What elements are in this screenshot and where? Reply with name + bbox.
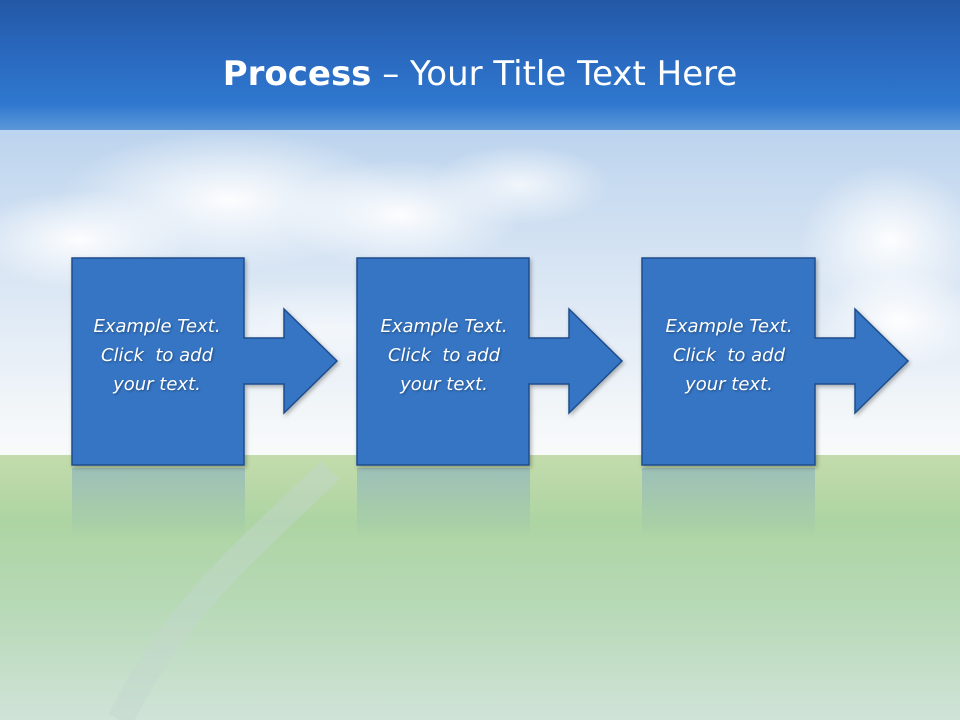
step-1-line-3: your text. [113,374,201,395]
step-3-line-1: Example Text. [665,316,793,337]
step-2-line-3: your text. [400,374,488,395]
step-2-line-1: Example Text. [380,316,508,337]
step-1-line-1: Example Text. [93,316,221,337]
slide-title[interactable]: Process – Your Title Text Here [0,52,960,96]
step-3-reflection [642,468,815,538]
step-2-reflection [357,468,530,538]
step-1-reflection [72,468,245,538]
step-3-line-2: Click to add [672,345,785,366]
step-2-shape[interactable] [356,257,624,466]
step-2-line-2: Click to add [387,345,500,366]
title-bar [0,0,960,130]
step-1-shape[interactable] [71,257,339,466]
step-3-shape[interactable] [641,257,910,466]
step-3-line-3: your text. [685,374,773,395]
title-bold-word: Process [222,54,372,94]
step-3-text[interactable]: Example Text. Click to add your text. [642,312,816,399]
step-2-text[interactable]: Example Text. Click to add your text. [357,312,531,399]
title-rest: – Your Title Text Here [371,54,738,94]
step-1-text[interactable]: Example Text. Click to add your text. [70,312,244,399]
step-1-line-2: Click to add [100,345,213,366]
